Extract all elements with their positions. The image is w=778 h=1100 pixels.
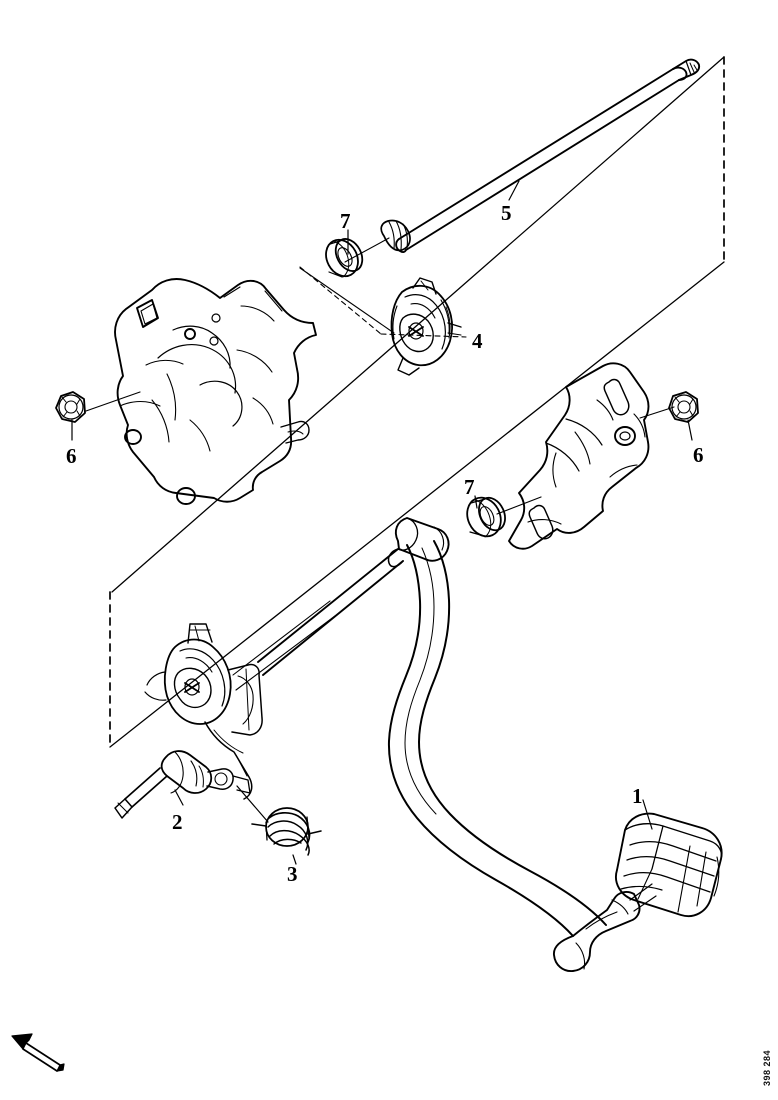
- callout-7-bushing-lower: 7: [464, 475, 475, 499]
- nut-right: [668, 391, 699, 423]
- callout-4-bearing-hub: 4: [472, 329, 483, 353]
- shaft-collar: [380, 219, 411, 252]
- bearing-hub-lower: [144, 623, 263, 800]
- reference-frame-dashed: [109, 56, 725, 748]
- bearing-hub-upper: [390, 277, 462, 376]
- callout-7-bushing-upper: 7: [340, 209, 351, 233]
- reference-frame-thin: [109, 56, 725, 748]
- callout-6-nut-left: 6: [66, 444, 77, 468]
- bracket-left: [114, 278, 317, 505]
- bushing-lower: [466, 496, 506, 538]
- bushing-upper: [325, 238, 364, 278]
- pedal-arm: [387, 540, 607, 937]
- callout-1-pedal-pad: 1: [632, 784, 643, 808]
- callout-2-push-rod: 2: [172, 810, 183, 834]
- forward-direction-arrow: [11, 1033, 65, 1072]
- bracket-right: [508, 362, 650, 550]
- pedal-pivot-barrel: [257, 517, 450, 676]
- projection-lines: [85, 237, 675, 691]
- callout-5-cross-shaft: 5: [501, 201, 512, 225]
- pedal-pad: [615, 812, 723, 917]
- push-rod-clevis: [114, 750, 251, 819]
- pedal-arm-foot: [553, 891, 641, 972]
- figure-number: 398 284: [762, 1049, 772, 1086]
- nut-left: [55, 391, 86, 423]
- callout-3-return-spring: 3: [287, 862, 298, 886]
- callout-6-nut-right: 6: [693, 443, 704, 467]
- return-spring: [251, 807, 322, 856]
- cross-shaft-tube: [395, 58, 701, 254]
